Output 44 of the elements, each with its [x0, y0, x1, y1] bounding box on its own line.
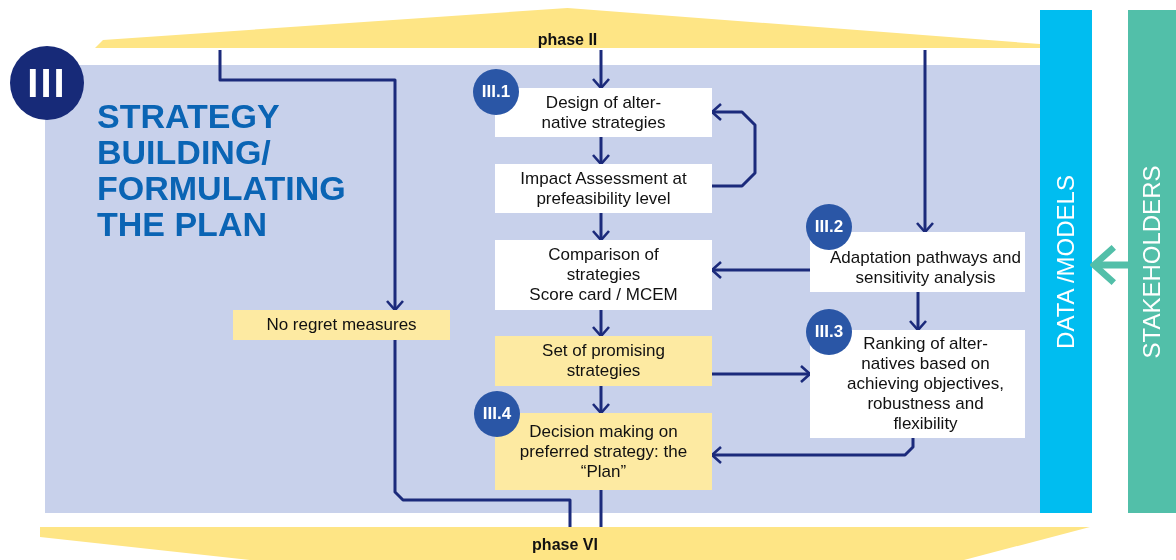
side-bar [1128, 10, 1176, 513]
bar-label: DATA /MODELS [1052, 174, 1080, 349]
arrow [908, 292, 928, 332]
box-label: Ranking of alter- natives based on achieving objectives, robustness and flexibility [846, 334, 1005, 434]
phase-banner [40, 527, 1090, 560]
phase-label: phase VI [532, 535, 598, 555]
step-number: III.3 [814, 322, 844, 342]
arrow [1090, 244, 1128, 286]
arrow [710, 438, 915, 465]
arrow [591, 310, 611, 338]
box-label: Comparison of strategies [547, 245, 660, 285]
phase-label: phase II [537, 30, 598, 50]
process-box [495, 336, 712, 386]
step-number: III.2 [814, 217, 844, 237]
step-badge [473, 69, 519, 115]
step-number: III.1 [481, 82, 511, 102]
bar-label: STAKEHOLDERS [1138, 165, 1166, 358]
phase-banner [95, 8, 1040, 50]
box-label: Impact Assessment at prefeasibility level [519, 168, 688, 209]
box-label: Set of promising strategies [541, 341, 666, 381]
process-box [810, 232, 1025, 292]
arrow [591, 137, 611, 166]
process-box [495, 164, 712, 213]
box-label: Design of alter- native strategies [540, 92, 667, 133]
arrow [710, 102, 757, 188]
arrow [915, 50, 935, 234]
arrow [591, 386, 611, 415]
box-label: No regret measures [266, 315, 417, 335]
box-label: Decision making on preferred strategy: the “Plan” [518, 421, 689, 482]
process-box [495, 240, 712, 310]
arrow [710, 260, 810, 280]
step-badge [806, 204, 852, 250]
step-badge [806, 309, 852, 355]
arrow [591, 50, 611, 90]
step-badge [474, 391, 520, 437]
step-number: III.4 [482, 404, 512, 424]
box-label: Score card / MCEM [529, 285, 678, 305]
section-title: STRATEGY BUILDING/ FORMULATING THE PLAN [97, 98, 347, 242]
process-box [233, 310, 450, 340]
arrow [218, 50, 405, 312]
side-bar [1040, 10, 1092, 513]
box-label: Adaptation pathways and sensitivity analysis [829, 248, 1022, 288]
arrow [591, 213, 611, 242]
arrow [712, 364, 812, 384]
